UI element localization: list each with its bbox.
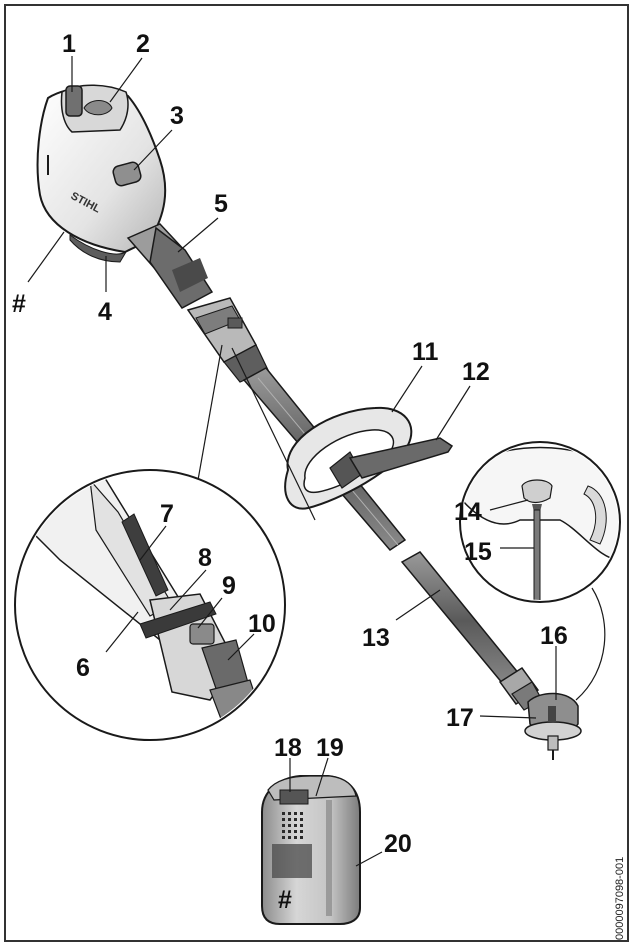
callout-3: 3	[170, 102, 184, 130]
battery-led-grid	[282, 812, 303, 839]
callout-15: 15	[464, 538, 492, 566]
shaft-connector	[186, 297, 269, 383]
cutting-head	[524, 692, 582, 760]
motor-housing: STIHL	[36, 84, 214, 309]
callout-7: 7	[160, 500, 174, 528]
leader-lines	[27, 56, 557, 867]
callout-14: 14	[454, 498, 482, 526]
hash-marker-housing: #	[12, 290, 26, 318]
detail-circle-controls	[14, 344, 316, 741]
callout-10: 10	[248, 610, 276, 638]
hash-marker-battery: #	[278, 886, 292, 914]
loop-handle	[284, 406, 454, 510]
callout-13: 13	[362, 624, 390, 652]
battery-pack	[261, 775, 361, 925]
callout-6: 6	[76, 654, 90, 682]
callout-2: 2	[136, 30, 150, 58]
callout-17: 17	[446, 704, 474, 732]
callout-4: 4	[98, 298, 112, 326]
callout-19: 19	[316, 734, 344, 762]
barrier-bar	[348, 437, 454, 479]
callout-11: 11	[412, 338, 439, 366]
callout-8: 8	[198, 544, 212, 572]
callout-9: 9	[222, 572, 236, 600]
battery-button	[279, 789, 309, 805]
callout-12: 12	[462, 358, 490, 386]
callout-20: 20	[384, 830, 412, 858]
trigger-lock	[65, 85, 83, 117]
document-id: 0000097098-001	[614, 857, 626, 940]
callout-18: 18	[274, 734, 302, 762]
callout-16: 16	[540, 622, 568, 650]
control-button	[112, 161, 142, 187]
detail-circle-head	[459, 441, 621, 701]
callout-5: 5	[214, 190, 228, 218]
callout-1: 1	[62, 30, 76, 58]
callout-labels: 1 2 3 4 5 # 6 7 8 9 10 11 12 13 14 15 16…	[12, 30, 568, 914]
